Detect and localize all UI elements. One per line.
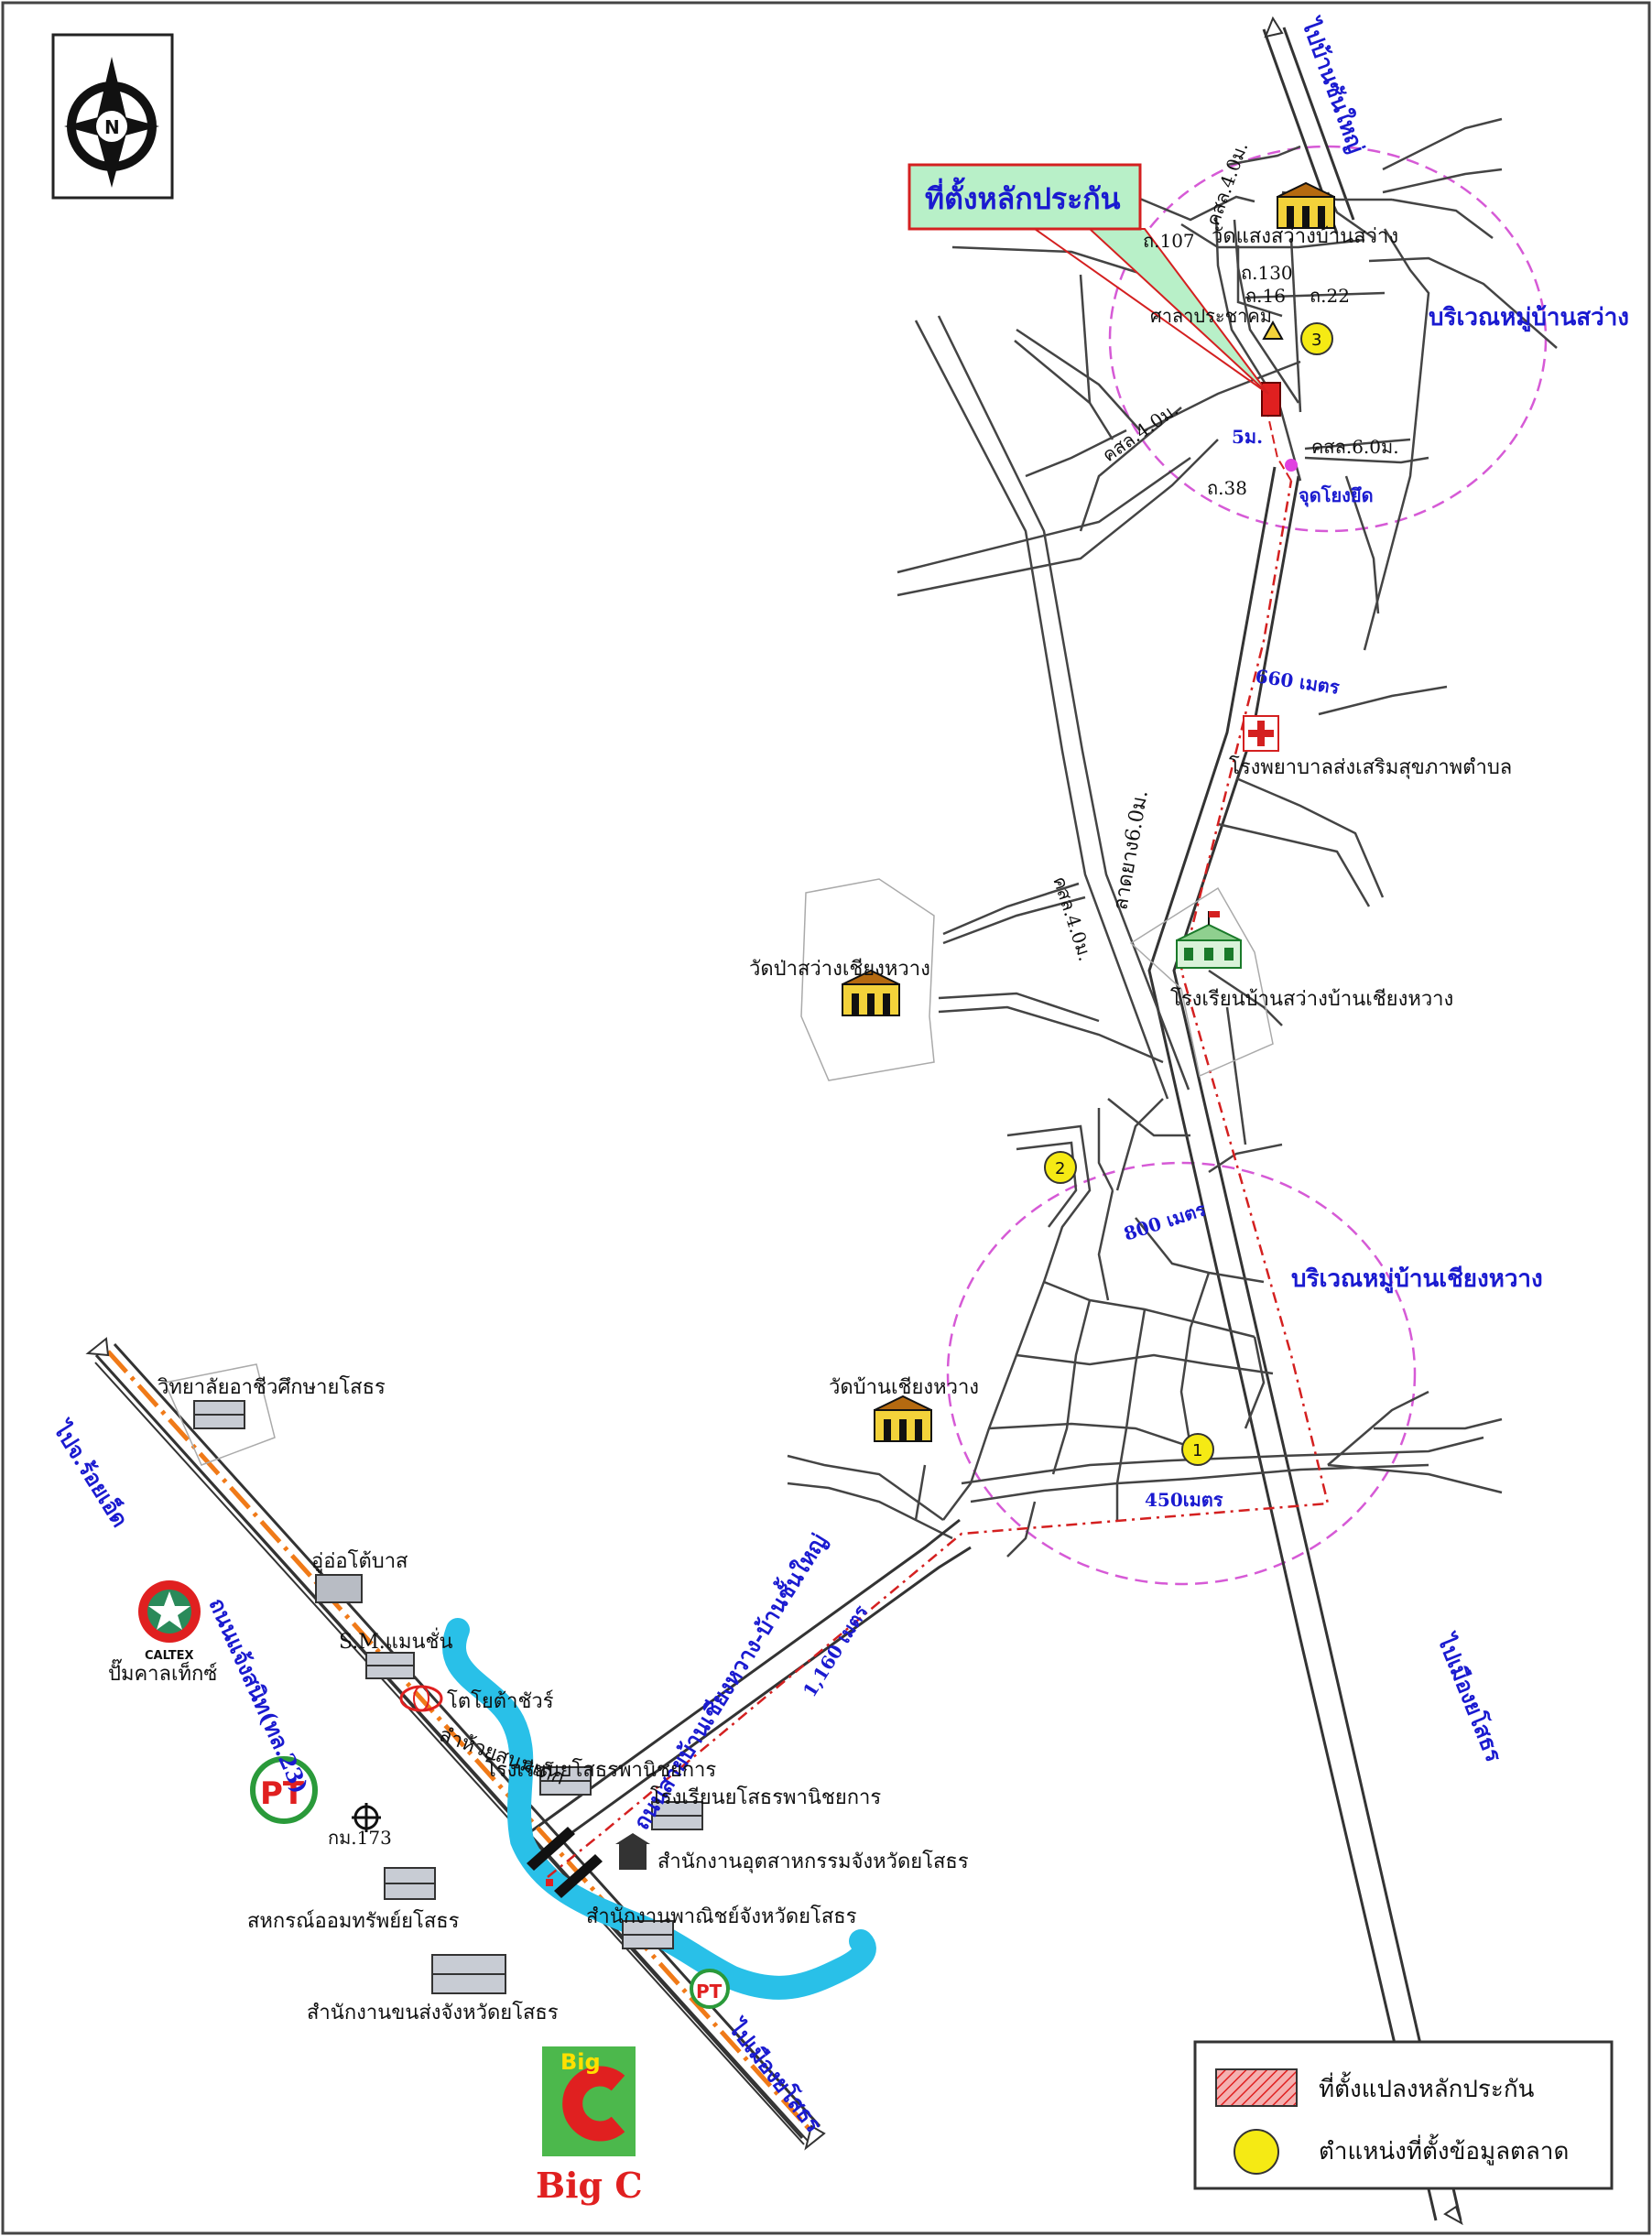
distance-450: 450เมตร bbox=[1145, 1489, 1223, 1511]
school-grounds bbox=[1129, 886, 1274, 1078]
svg-text:3: 3 bbox=[1311, 331, 1321, 350]
market-point-3: 3 bbox=[1300, 322, 1333, 355]
creek bbox=[442, 1618, 876, 2000]
sala-icon bbox=[1262, 320, 1284, 340]
house-number: ถ.16 bbox=[1245, 285, 1286, 307]
toyota-logo-icon bbox=[399, 1685, 443, 1712]
legend-market-swatch bbox=[1234, 2129, 1279, 2175]
college-grounds bbox=[163, 1363, 276, 1466]
college-label: วิทยาลัยอาชีวศึกษายโสธร bbox=[157, 1375, 386, 1399]
building-icon bbox=[365, 1652, 415, 1679]
svg-text:PT: PT bbox=[696, 1981, 723, 2003]
area-label-sawang: บริเวณหมู่บ้านสว่าง bbox=[1429, 304, 1629, 332]
bridge-icon bbox=[527, 1827, 603, 1898]
chiang-wang-village-roads bbox=[787, 1098, 1503, 1558]
caltex-label: ปั๊มคาลเท็กซ์ bbox=[108, 1658, 217, 1686]
temple-label: วัดแสงสว่างบ้านสว่าง bbox=[1212, 225, 1398, 248]
house-number: ถ.38 bbox=[1207, 477, 1247, 499]
sala-label: ศาลาประชาคม bbox=[1150, 305, 1272, 327]
pt-station-logo-icon: PT bbox=[250, 1756, 318, 1824]
temple-pa-label: วัดป่าสว่างเชียงหวาง bbox=[749, 958, 930, 981]
big-c-logo-icon: Big bbox=[542, 2046, 636, 2156]
house-number: ถ.107 bbox=[1143, 230, 1195, 252]
km-marker-icon bbox=[352, 1803, 381, 1832]
building-icon bbox=[539, 1766, 592, 1796]
government-office-icon bbox=[615, 1833, 650, 1870]
house-number: ถ.130 bbox=[1241, 262, 1293, 284]
svg-text:PT: PT bbox=[260, 1775, 305, 1812]
main-paved-road bbox=[1147, 466, 1463, 2226]
svg-text:1: 1 bbox=[1192, 1441, 1202, 1460]
building-icon bbox=[431, 1954, 506, 1994]
km-label: กม.173 bbox=[328, 1827, 392, 1849]
bus-garage-icon bbox=[315, 1574, 363, 1603]
commerce-office-label: สำนักงานพาณิชย์จังหวัดยโสธร bbox=[586, 1905, 857, 1928]
big-c-logo-text: Big bbox=[560, 2049, 601, 2075]
sm-mansion-label: S.M.แมนชั่น bbox=[339, 1627, 453, 1654]
legend-collateral-label: ที่ตั้งแปลงหลักประกัน bbox=[1319, 2071, 1535, 2103]
building-icon bbox=[651, 1801, 703, 1830]
starting-point-marker bbox=[1285, 459, 1298, 472]
market-point-2: 2 bbox=[1044, 1151, 1077, 1184]
pt-station-logo-icon: PT bbox=[690, 1969, 730, 2009]
legend: ที่ตั้งแปลงหลักประกัน ตำแหน่งที่ตั้งข้อม… bbox=[1193, 2040, 1614, 2190]
starting-point-label: จุดโยงยึด bbox=[1299, 484, 1374, 507]
sawang-village-roads bbox=[897, 117, 1558, 651]
route-to-collateral bbox=[547, 480, 1330, 1878]
temple-chiang-wang-label: วัดบ้านเชียงหวาง bbox=[829, 1376, 979, 1399]
legend-market-label: ตำแหน่งที่ตั้งข้อมูลตลาด bbox=[1319, 2133, 1569, 2165]
hospital-icon bbox=[1243, 715, 1279, 752]
svg-text:2: 2 bbox=[1055, 1159, 1065, 1178]
industry-office-label: สำนักงานอุตสาหกรรมจังหวัดยโสธร bbox=[658, 1850, 969, 1873]
compass-letter: N bbox=[104, 116, 120, 138]
collateral-callout: ที่ตั้งหลักประกัน bbox=[908, 163, 1269, 395]
caltex-brand: CALTEX bbox=[145, 1649, 194, 1663]
school-label: โรงเรียนบ้านสว่างบ้านเชียงหวาง bbox=[1170, 987, 1453, 1011]
building-icon bbox=[622, 1920, 674, 1949]
road-width-label: คสล.6.0ม. bbox=[1311, 436, 1399, 458]
school-commerce-label: โรงเรียนยโสธรพานิชยการ bbox=[650, 1786, 881, 1809]
market-point-1: 1 bbox=[1181, 1433, 1214, 1466]
temple-icon bbox=[842, 969, 900, 1016]
north-arrow-icon: N bbox=[51, 33, 174, 200]
mid-side-roads bbox=[938, 685, 1448, 1191]
hospital-label: โรงพยาบาลส่งเสริมสุขภาพตำบล bbox=[1229, 755, 1512, 779]
chiang-wang-area-circle bbox=[946, 1161, 1417, 1586]
temple-icon bbox=[874, 1395, 932, 1442]
school-commerce-label: โรงเรียนยโสธรพานิชยการ bbox=[485, 1758, 716, 1782]
building-icon bbox=[193, 1400, 245, 1429]
bus-garage-label: อู่อ่อโต้บาส bbox=[311, 1549, 408, 1573]
big-c-label: Big C bbox=[536, 2165, 643, 2206]
building-icon bbox=[384, 1867, 436, 1900]
transport-office-label: สำนักงานขนส่งจังหวัดยโสธร bbox=[307, 2001, 559, 2024]
temple-icon bbox=[1277, 181, 1335, 229]
school-icon bbox=[1176, 911, 1242, 969]
house-number: ถ.22 bbox=[1310, 285, 1350, 307]
temple-pa-grounds bbox=[800, 878, 935, 1081]
callout-title: ที่ตั้งหลักประกัน bbox=[925, 177, 1121, 216]
area-label-chiang-wang: บริเวณหมู่บ้านเชียงหวาง bbox=[1291, 1265, 1543, 1294]
toyota-label: โตโยต้าชัวร์ bbox=[447, 1689, 554, 1713]
legend-collateral-swatch bbox=[1215, 2068, 1298, 2107]
coop-label: สหกรณ์ออมทรัพย์ยโสธร bbox=[247, 1909, 460, 1933]
road-width-label: 5ม. bbox=[1232, 426, 1263, 448]
caltex-logo-icon: CALTEX bbox=[138, 1580, 201, 1663]
local-road bbox=[530, 1518, 972, 1844]
